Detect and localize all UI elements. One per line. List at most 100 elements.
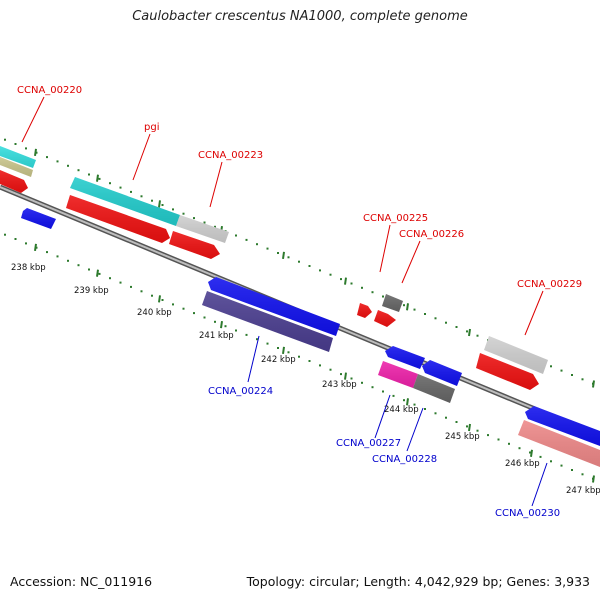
gene-arrow-ccna-00223-shade xyxy=(176,215,229,243)
outer-track-dot xyxy=(151,199,153,202)
inner-track-dot xyxy=(46,251,48,254)
inner-track-dot xyxy=(371,386,374,389)
inner-track-major-tick xyxy=(344,372,347,380)
leader-ccna-00229 xyxy=(524,290,544,336)
leader-lines xyxy=(21,96,548,507)
outer-track-dot xyxy=(14,143,17,145)
kbp-tick-labels: 238 kbp 239 kbp 240 kbp 241 kbp 242 kbp … xyxy=(11,263,600,496)
outer-track-dot xyxy=(308,265,311,267)
outer-track-major-tick xyxy=(96,174,99,182)
outer-track-major-tick xyxy=(282,251,285,260)
gene-arrow-blue-small-shade xyxy=(21,208,56,229)
inner-track-dot xyxy=(539,455,542,458)
inner-track-dot xyxy=(77,264,80,267)
tick-label-240: 240 kbp xyxy=(137,308,172,318)
gene-arrow-blue-b-shade xyxy=(385,346,425,369)
outer-track-dot xyxy=(182,212,185,215)
outer-track-dot xyxy=(371,291,374,294)
outer-track-major-tick xyxy=(34,148,37,157)
label-ccna-00220: CCNA_00220 xyxy=(17,85,82,96)
outer-track-dot xyxy=(172,208,174,211)
label-pgi: pgi xyxy=(144,122,159,133)
inner-track-dot xyxy=(109,277,111,280)
gene-arrow-ccna-00229-shade xyxy=(484,336,548,374)
label-ccna-00226: CCNA_00226 xyxy=(399,229,464,240)
tick-label-243: 243 kbp xyxy=(322,380,357,390)
leader-ccna-00226 xyxy=(401,240,421,284)
outer-track-dot xyxy=(277,252,279,254)
gene-arrow-blue-d-shade xyxy=(525,406,600,446)
outer-track-dot xyxy=(413,308,416,311)
inner-track-dot xyxy=(518,447,521,450)
gene-arrow-ccna-00230-shade xyxy=(518,420,600,467)
inner-track-dot xyxy=(445,416,447,419)
outer-track-dot xyxy=(77,169,80,172)
outer-track-dot xyxy=(445,321,447,324)
outer-track-dot xyxy=(35,151,38,154)
outer-track-dot xyxy=(476,334,479,337)
outer-track-dot xyxy=(455,326,458,328)
inner-track-dot xyxy=(424,408,426,410)
inner-track-dot xyxy=(224,325,227,328)
gene-arrow-ccna-00227-shade xyxy=(378,361,418,388)
inner-track-dot xyxy=(277,347,279,349)
gene-arrow-ccna-00225-shade xyxy=(357,303,372,318)
inner-track-dot xyxy=(25,242,27,245)
tick-dot-tracks xyxy=(4,138,595,483)
gene-arrow-pgi-shade xyxy=(70,177,180,226)
outer-track-major-tick xyxy=(468,328,471,337)
inner-track-major-tick xyxy=(282,346,285,355)
gene-arrow-ccna-00224-shade xyxy=(202,291,333,352)
tick-label-247: 247 kbp xyxy=(566,486,600,496)
leader-ccna-00227 xyxy=(374,394,391,439)
inner-track-dot xyxy=(14,238,17,240)
inner-track-dot xyxy=(203,316,206,319)
tick-label-244: 244 kbp xyxy=(384,405,419,415)
outer-track-dot xyxy=(287,256,290,259)
outer-track-dot xyxy=(109,182,111,185)
outer-track-dot xyxy=(245,238,248,241)
gene-arrow-blue-a-shade xyxy=(208,277,340,336)
gene-arrow-red-c-shade xyxy=(476,353,539,390)
gene-arrow-red-left-shade xyxy=(0,170,28,193)
outer-track-dot xyxy=(25,147,27,150)
inner-track-dot xyxy=(119,281,122,284)
inner-track-dot xyxy=(403,399,405,402)
inner-track-dot xyxy=(56,255,59,258)
outer-track-dot xyxy=(46,156,48,159)
outer-track-dot xyxy=(4,138,6,141)
outer-track-dot xyxy=(319,269,321,272)
inner-track-dot xyxy=(319,364,321,367)
outer-track-dot xyxy=(403,304,405,307)
leader-ccna-00230 xyxy=(531,462,548,507)
inner-track-dot xyxy=(476,429,479,432)
inner-track-dot xyxy=(161,299,164,301)
outer-track-dot xyxy=(235,234,237,237)
inner-track-major-tick xyxy=(530,449,533,457)
label-ccna-00228: CCNA_00228 xyxy=(372,454,437,465)
inner-track-dot xyxy=(529,451,531,454)
gene-arrow-cyan-shade xyxy=(0,146,36,168)
inner-track-dot xyxy=(455,421,458,423)
gene-labels: CCNA_00220 pgi CCNA_00223 CCNA_00225 CCN… xyxy=(17,85,582,519)
genome-summary-text: Topology: circular; Length: 4,042,929 bp… xyxy=(246,574,590,589)
inner-track-dot xyxy=(434,412,437,415)
outer-track-dot xyxy=(466,330,468,333)
gene-arrow-red-a-shade xyxy=(66,195,170,243)
inner-track-dot xyxy=(151,294,153,297)
outer-track-dot xyxy=(434,317,437,320)
gene-arrow-blue-c-shade xyxy=(422,360,462,386)
outer-track-dot xyxy=(161,204,164,206)
outer-track-dot xyxy=(550,365,552,368)
outer-track-dot xyxy=(560,369,563,372)
label-ccna-00223: CCNA_00223 xyxy=(198,150,263,161)
inner-track-dot xyxy=(140,290,143,293)
inner-track-major-tick xyxy=(468,423,471,432)
inner-track-dot xyxy=(193,312,195,315)
inner-track-dot xyxy=(298,355,300,358)
inner-track-dot xyxy=(550,460,552,463)
outer-track-dot xyxy=(329,273,332,276)
outer-track-dot xyxy=(581,378,584,381)
inner-track-major-tick xyxy=(220,320,223,329)
inner-track-dot xyxy=(130,285,132,288)
